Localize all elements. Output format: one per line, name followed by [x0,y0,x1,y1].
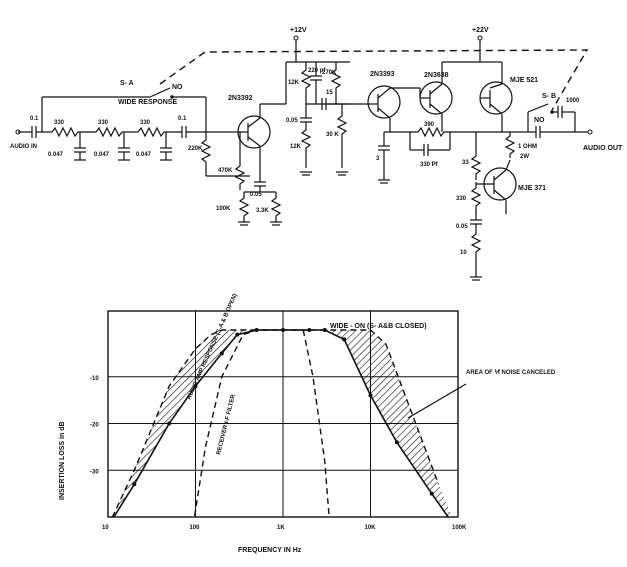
series-point [394,440,399,445]
label-c-0047-2: 0.047 [94,152,110,158]
series-point [429,491,434,496]
noise-area-pointer [407,383,467,419]
label-r-330-4: 330 [456,196,467,202]
label-r-3-3k: 3.3K [256,208,269,214]
x-axis-label: FREQUENCY IN Hz [238,547,302,554]
label-r-33: 33 [462,160,469,166]
series-line-2 [111,329,440,517]
label-c-1000: 1000 [566,98,580,104]
label-q1: 2N3392 [228,95,253,102]
grounds [238,171,482,281]
label-supply-22v: +22V [472,27,489,34]
label-r-270k: 270K [322,70,337,76]
label-c-0047-1: 0.047 [48,152,64,158]
series-point [254,328,259,332]
series-point [167,421,172,426]
series-point [193,384,198,389]
label-q2: 2N3393 [370,71,395,78]
label-c-3: 3 [376,156,380,162]
series-point [219,351,224,356]
label-switch-a: S- A [120,80,134,87]
transistor-q4 [479,61,513,132]
transistor-q3 [419,62,453,132]
label-q4: MJE 521 [510,77,538,84]
label-r-100k: 100K [216,206,231,212]
shunt-caps [74,132,172,161]
label-c-0047-3: 0.047 [136,152,152,158]
transistor-q2 [366,85,420,132]
series-point [368,393,373,398]
series-point [307,328,312,332]
annotation-audio-amp: AUDIO AMP RESPONSE (S-A & B OPEN) [186,293,238,401]
label-r-12k: 12K [288,80,300,86]
series-point [235,332,240,337]
label-r-330-1: 330 [54,120,65,126]
noise-area-high [324,330,453,517]
schematic: AUDIO IN AUDIO OUT S- A NO WIDE RESPONSE… [10,27,623,281]
y-tick-label: -20 [90,423,99,429]
label-c-005c: 0.05 [456,224,468,230]
label-audio-in: AUDIO IN [10,144,37,150]
label-c-15: 15 [326,90,333,96]
annotation-noise-area: AREA OF ⅟f NOISE CANCELED [466,369,556,376]
label-r-220k: 220K [188,146,203,152]
x-tick-label: 100K [452,525,467,531]
x-tick-label: 1K [277,525,285,531]
label-supply-12v: +12V [290,27,307,34]
y-tick-label: -30 [90,469,99,475]
series-point [281,328,285,332]
label-r-30k: 30 K [326,132,339,138]
label-q5: MJE 371 [518,185,546,192]
switch-link [159,49,589,111]
transistor-q1 [232,104,271,160]
transistor-q5 [476,159,517,214]
label-r-330-2: 330 [98,120,109,126]
noise-area-low [112,330,257,517]
series-line-3 [193,329,330,517]
label-audio-out: AUDIO OUT [583,145,623,152]
tick-layer: 10 100 1K 10K 100K -10 -20 -30 [90,376,467,531]
label-r-12k-b: 12K [290,144,302,150]
label-wide-response: WIDE RESPONSE [118,99,177,106]
label-r-10: 10 [460,250,467,256]
label-r-470k: 470K [218,168,233,174]
label-q3: 2N3638 [424,72,449,79]
label-c-330pf: 330 Pf [420,162,439,168]
label-c-005b: 0.05 [286,118,298,124]
y-axis-label: INSERTION LOSS in dB [59,421,66,500]
response-chart: 10 100 1K 10K 100K -10 -20 -30 WIDE - ON (S- A&… [59,293,556,554]
x-tick-label: 10 [102,525,109,531]
series-point [322,328,327,332]
x-tick-label: 100 [190,525,201,531]
label-c-01: 0.1 [178,116,187,122]
label-no-b: NO [534,117,545,124]
marker-layer [132,328,434,496]
label-c-220pf: 220 pf [308,68,326,74]
label-r-1ohm: 1 OHM [518,144,537,150]
label-no-a: NO [172,84,183,91]
label-c-005: 0.05 [250,192,262,198]
annotation-wide-on: WIDE - ON (S- A&B CLOSED) [330,323,427,330]
label-r-390: 390 [424,122,435,128]
label-switch-b: S- B [542,93,556,100]
x-tick-label: 10K [365,525,377,531]
label-r-2w: 2W [520,154,529,160]
series-point [132,482,137,487]
label-r-330-3: 330 [140,120,151,126]
y-tick-label: -10 [90,376,99,382]
annotation-receiver-if: RECEIVER I-F FILTER [216,393,237,455]
series-point [342,337,347,342]
label-c-in: 0.1 [30,116,39,122]
